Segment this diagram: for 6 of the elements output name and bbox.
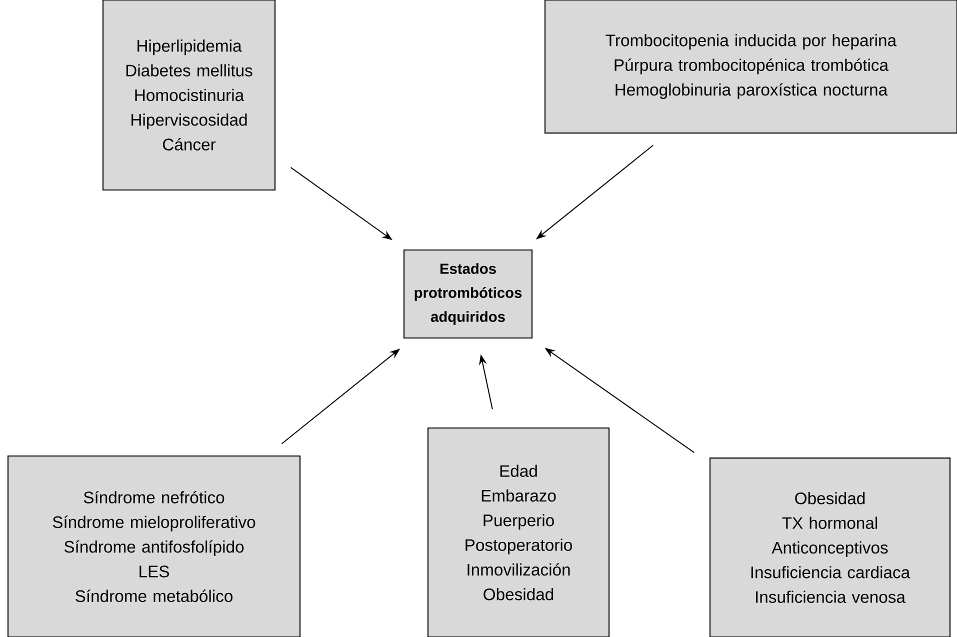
list-box: Obesidad TX hormonal Anticonceptivos Insuficiencia cardiaca Insuficiencia venosa bbox=[709, 458, 951, 637]
title-box: Estados protrombóticos adquiridos bbox=[403, 249, 533, 339]
list-box: Trombocitopenia inducida por heparina Púrpura trombocitopénica trombótica Hemoglobinuria paroxística nocturna bbox=[544, 0, 957, 134]
list-box: Hiperlipidemia Diabetes mellitus Homocistinuria Hiperviscosidad Cáncer bbox=[102, 0, 276, 191]
list-box: Síndrome nefrótico Síndrome mieloproliferativo Síndrome antifosfolípido LES Síndrome metabólico bbox=[7, 455, 301, 637]
list-box: Edad Embarazo Puerperio Postoperatorio Inmovilización Obesidad bbox=[427, 427, 610, 637]
